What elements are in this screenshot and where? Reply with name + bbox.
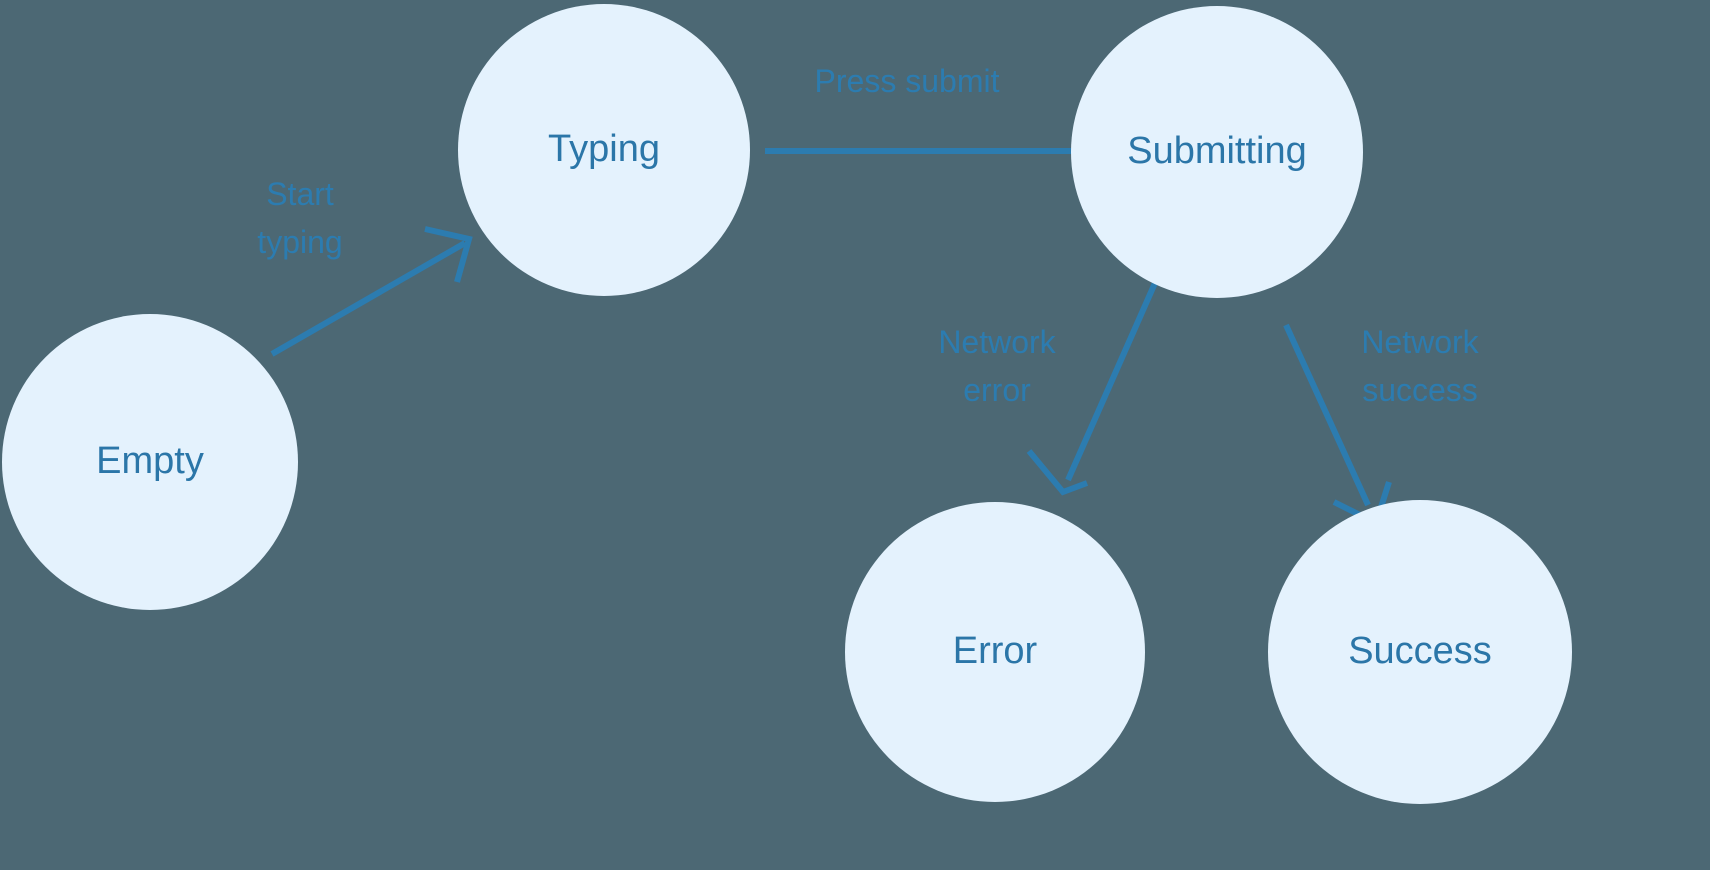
edge-empty-to-typing[interactable]: Start typing (257, 176, 473, 357)
node-empty-circle (2, 314, 298, 610)
edge-submitting-to-success[interactable]: Network success (1283, 323, 1480, 528)
edge-submitting-to-error-label-line2: error (963, 372, 1031, 408)
node-submitting-label: Submitting (1127, 130, 1307, 172)
edge-empty-to-typing-label-line1: Start (266, 176, 334, 212)
edge-empty-to-typing-arrowhead (424, 226, 473, 283)
node-submitting-circle (1071, 6, 1363, 298)
edge-submitting-to-error-label-line1: Network (938, 324, 1056, 360)
node-empty-label: Empty (96, 440, 204, 482)
node-submitting[interactable]: Submitting (1071, 6, 1363, 298)
edge-submitting-to-success-label-line2: success (1362, 372, 1478, 408)
edge-empty-to-typing-line (270, 240, 467, 357)
node-typing-circle (458, 4, 750, 296)
edge-empty-to-typing-label-line2: typing (257, 224, 342, 260)
edge-typing-to-submitting[interactable]: Press submit (765, 63, 1157, 187)
edge-submitting-to-error-arrowhead (1026, 449, 1089, 496)
node-empty[interactable]: Empty (2, 314, 298, 610)
node-typing-label: Typing (548, 128, 660, 170)
node-error-circle (845, 502, 1145, 802)
node-success-circle (1268, 500, 1572, 804)
node-success-label: Success (1348, 630, 1492, 672)
node-success[interactable]: Success (1268, 500, 1572, 804)
node-error-label: Error (953, 630, 1038, 672)
edge-submitting-to-error[interactable]: Network error (938, 281, 1158, 496)
edge-submitting-to-success-label-line1: Network (1361, 324, 1479, 360)
edge-typing-to-submitting-label-line1: Press submit (815, 63, 1000, 99)
edge-submitting-to-error-line (1065, 281, 1158, 482)
node-error[interactable]: Error (845, 502, 1145, 802)
node-typing[interactable]: Typing (458, 4, 750, 296)
edge-submitting-to-success-line (1283, 323, 1371, 507)
